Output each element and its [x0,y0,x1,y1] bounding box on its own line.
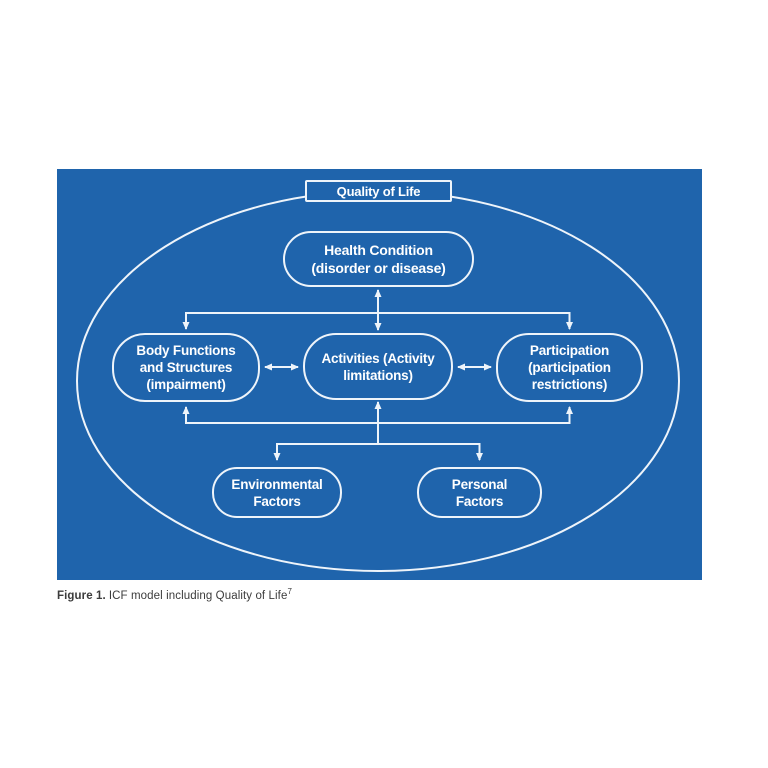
personal-factors-line1: Personal [451,476,508,492]
participation-line2: (participation [528,360,611,375]
participation-line1: Participation [529,343,610,358]
figure-caption-label: Figure 1. [57,590,106,602]
health-condition-line1: Health Condition [324,242,433,258]
branch-up-to-side-boxes [182,406,573,424]
environmental-factors-box: Environmental Factors [212,467,342,518]
branch-down-to-side-boxes [182,312,573,330]
icf-diagram-panel: Quality of Life Health Condition (disord… [57,169,702,580]
quality-of-life-box: Quality of Life [305,180,452,202]
body-functions-line2: and Structures [139,360,233,375]
branch-down-to-factor-boxes [273,443,483,461]
activities-box: Activities (Activity limitations) [303,333,453,400]
participation-line3: restrictions) [531,377,608,392]
environmental-factors-line1: Environmental [231,476,323,492]
health-condition-line2: (disorder or disease) [311,260,446,276]
figure-caption: Figure 1.ICF model including Quality of … [57,587,617,604]
body-functions-line3: (impairment) [146,377,226,392]
health-condition-box: Health Condition (disorder or disease) [283,231,474,287]
body-functions-line1: Body Functions [136,343,236,358]
quality-of-life-label: Quality of Life [336,183,421,199]
environmental-factors-line2: Factors [253,493,301,509]
body-functions-box: Body Functions and Structures (impairmen… [112,333,260,402]
figure-caption-reference: 7 [287,587,293,597]
figure-caption-text: ICF model including Quality of Life [108,590,288,602]
participation-box: Participation (participation restriction… [496,333,643,402]
activities-line1: Activities (Activity [321,350,435,366]
activities-line2: limitations) [343,367,413,383]
personal-factors-box: Personal Factors [417,467,542,518]
personal-factors-line2: Factors [455,493,504,509]
